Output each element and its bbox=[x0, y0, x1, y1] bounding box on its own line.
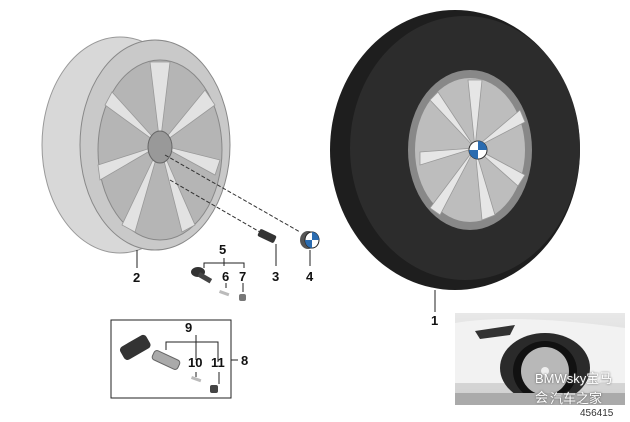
part-label-3[interactable]: 3 bbox=[272, 269, 280, 284]
wheel-bolt-drawing bbox=[257, 229, 277, 243]
part-label-1[interactable]: 1 bbox=[431, 313, 439, 328]
part-label-11[interactable]: 11 bbox=[211, 355, 225, 370]
part-label-10[interactable]: 10 bbox=[188, 355, 203, 370]
watermark-text-2: 汽车之家 bbox=[550, 391, 603, 405]
rim-drawing bbox=[41, 36, 231, 254]
tire-drawing bbox=[330, 10, 580, 290]
part-label-8[interactable]: 8 bbox=[241, 353, 249, 368]
part-label-6[interactable]: 6 bbox=[222, 269, 230, 284]
part-label-5[interactable]: 5 bbox=[219, 242, 227, 257]
watermark-text: BMWsky宝马会 bbox=[535, 371, 613, 405]
part-label-7[interactable]: 7 bbox=[239, 269, 247, 284]
part-label-9[interactable]: 9 bbox=[185, 320, 193, 335]
vehicle-photo-drawing bbox=[455, 319, 625, 405]
hub-cap-drawing bbox=[300, 231, 320, 249]
diagram-code: 456415 bbox=[580, 408, 614, 419]
part-label-4[interactable]: 4 bbox=[306, 269, 314, 284]
vehicle-photo: BMWsky宝马会 汽车之家 bbox=[455, 313, 625, 405]
part-label-2[interactable]: 2 bbox=[133, 270, 141, 285]
